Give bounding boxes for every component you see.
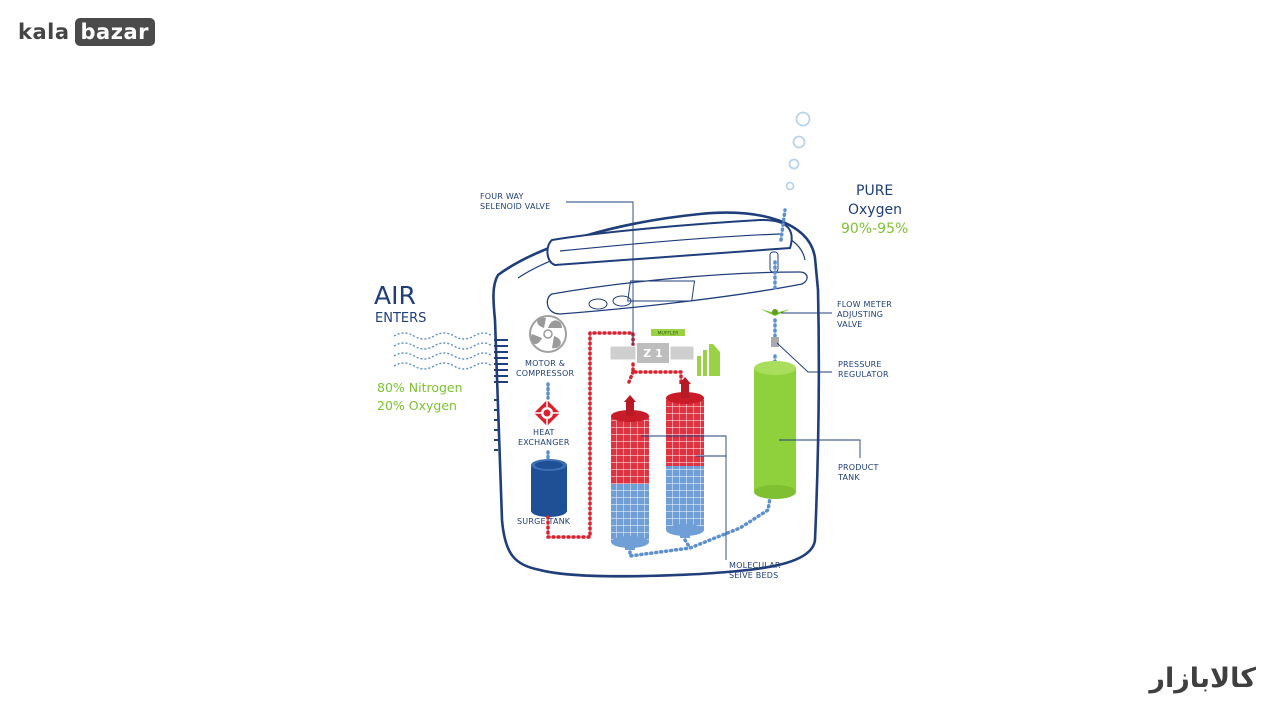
pressure-regulator — [771, 337, 779, 347]
air-title: AIR — [374, 281, 416, 310]
pure-label: PURE — [856, 183, 894, 199]
surge-tank — [531, 459, 567, 517]
oxygen-out-label: Oxygen — [848, 202, 902, 218]
persian-brand-mark: کالابازار — [1149, 663, 1256, 694]
product-tank — [754, 361, 796, 499]
flow-meter-valve — [760, 309, 790, 316]
brand-logo: kala bazar — [18, 17, 155, 47]
sieve-bed-2 — [666, 377, 704, 538]
four-way-valve-label: FOUR WAY SELENOID VALVE — [480, 192, 551, 211]
purity-label: 90%-95% — [841, 221, 909, 237]
four-way-valve: Z 1 — [609, 343, 695, 363]
motor-fan-icon — [529, 315, 567, 353]
control-panel — [546, 271, 808, 315]
flow-meter-label: FLOW METER ADJUSTING VALVE — [837, 300, 892, 329]
sieve-beds-label: MOLECULAR SEIVE BEDS — [729, 561, 781, 580]
air-vent — [494, 339, 508, 451]
product-tank-label: PRODUCT TANK — [838, 463, 879, 482]
oxygen-line — [628, 208, 787, 558]
oxygen-percent-in: 20% Oxygen — [377, 398, 457, 413]
enters-label: ENTERS — [375, 311, 427, 326]
muffler-icon — [697, 344, 720, 376]
svg-text:Z 1: Z 1 — [643, 347, 662, 360]
air-waves — [393, 332, 493, 370]
heat-exchanger-label: HEAT EXCHANGER — [518, 428, 570, 447]
motor-compressor-label: MOTOR & COMPRESSOR — [516, 359, 575, 378]
handle — [546, 218, 793, 267]
sieve-bed-1 — [611, 395, 649, 550]
nitrogen-percent: 80% Nitrogen — [377, 380, 463, 395]
heat-exchanger-icon — [534, 400, 560, 426]
display-screen — [627, 280, 696, 302]
brand-name-right: bazar — [74, 18, 155, 46]
surge-tank-label: SURGE TANK — [517, 517, 571, 526]
brand-name-left: kala — [18, 20, 70, 44]
pressure-regulator-label: PRESSURE REGULATOR — [838, 360, 889, 379]
oxygen-bubbles — [785, 111, 811, 191]
muffler-label: MUFFLER — [658, 331, 679, 337]
